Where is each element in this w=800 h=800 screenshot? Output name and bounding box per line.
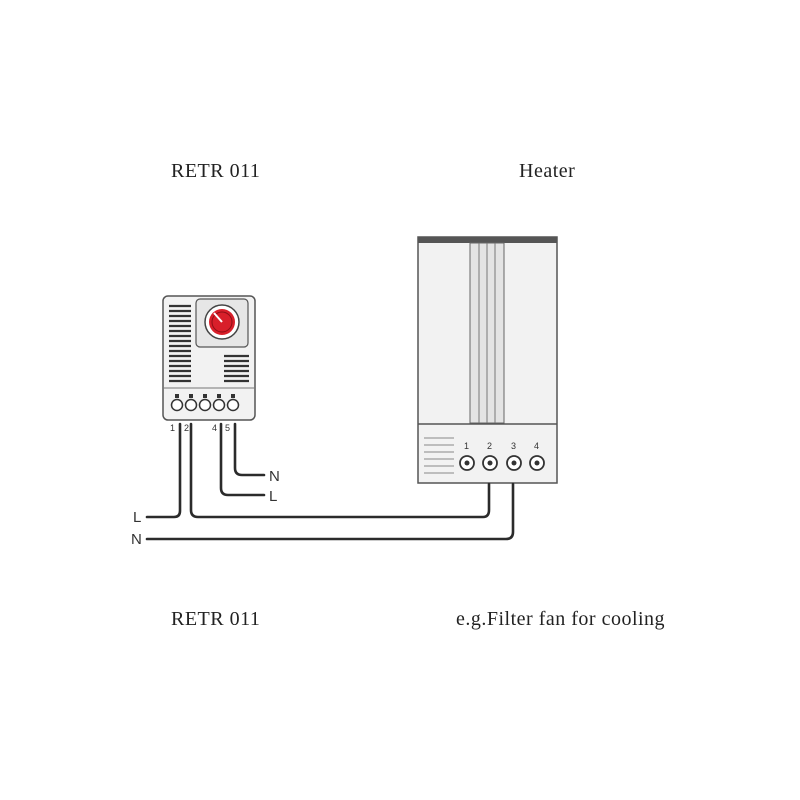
heater-terminal-1-label: 1 [464,441,469,451]
thermostat-terminals [170,394,240,412]
heater-terminal-3-label: 3 [511,441,516,451]
thermostat-device: 1 2 4 5 [162,295,256,433]
wire-label-l-left: L [133,509,141,526]
wire-n-right [233,422,266,477]
heater-device: 1 2 3 4 [417,236,558,484]
thermostat-terminal-2-label: 2 [184,423,189,433]
wires [145,422,515,541]
wire-label-n-left: N [131,531,142,548]
wire-n-supply [145,482,515,541]
thermostat-terminal-4-label: 4 [212,423,217,433]
wire-label-n-right: N [269,468,280,485]
thermostat-vent-right [224,354,249,383]
caption-thermostat-top: RETR 011 [171,160,261,182]
heater-terminal-2-label: 2 [487,441,492,451]
wire-label-l-right: L [269,488,277,505]
wire-l-right [219,422,266,497]
thermostat-terminal-5-label: 5 [225,423,230,433]
caption-heater: Heater [519,160,576,182]
wire-switched-line [189,422,491,519]
heater-terminal-4-label: 4 [534,441,539,451]
thermostat-vent-left [169,304,191,383]
heater-terminal-block [424,437,454,474]
heater-terminals [459,455,545,471]
caption-filter-fan: e.g.Filter fan for cooling [456,608,666,630]
wire-l-supply [145,422,182,519]
caption-thermostat-bottom: RETR 011 [171,608,261,630]
thermostat-terminal-1-label: 1 [170,423,175,433]
